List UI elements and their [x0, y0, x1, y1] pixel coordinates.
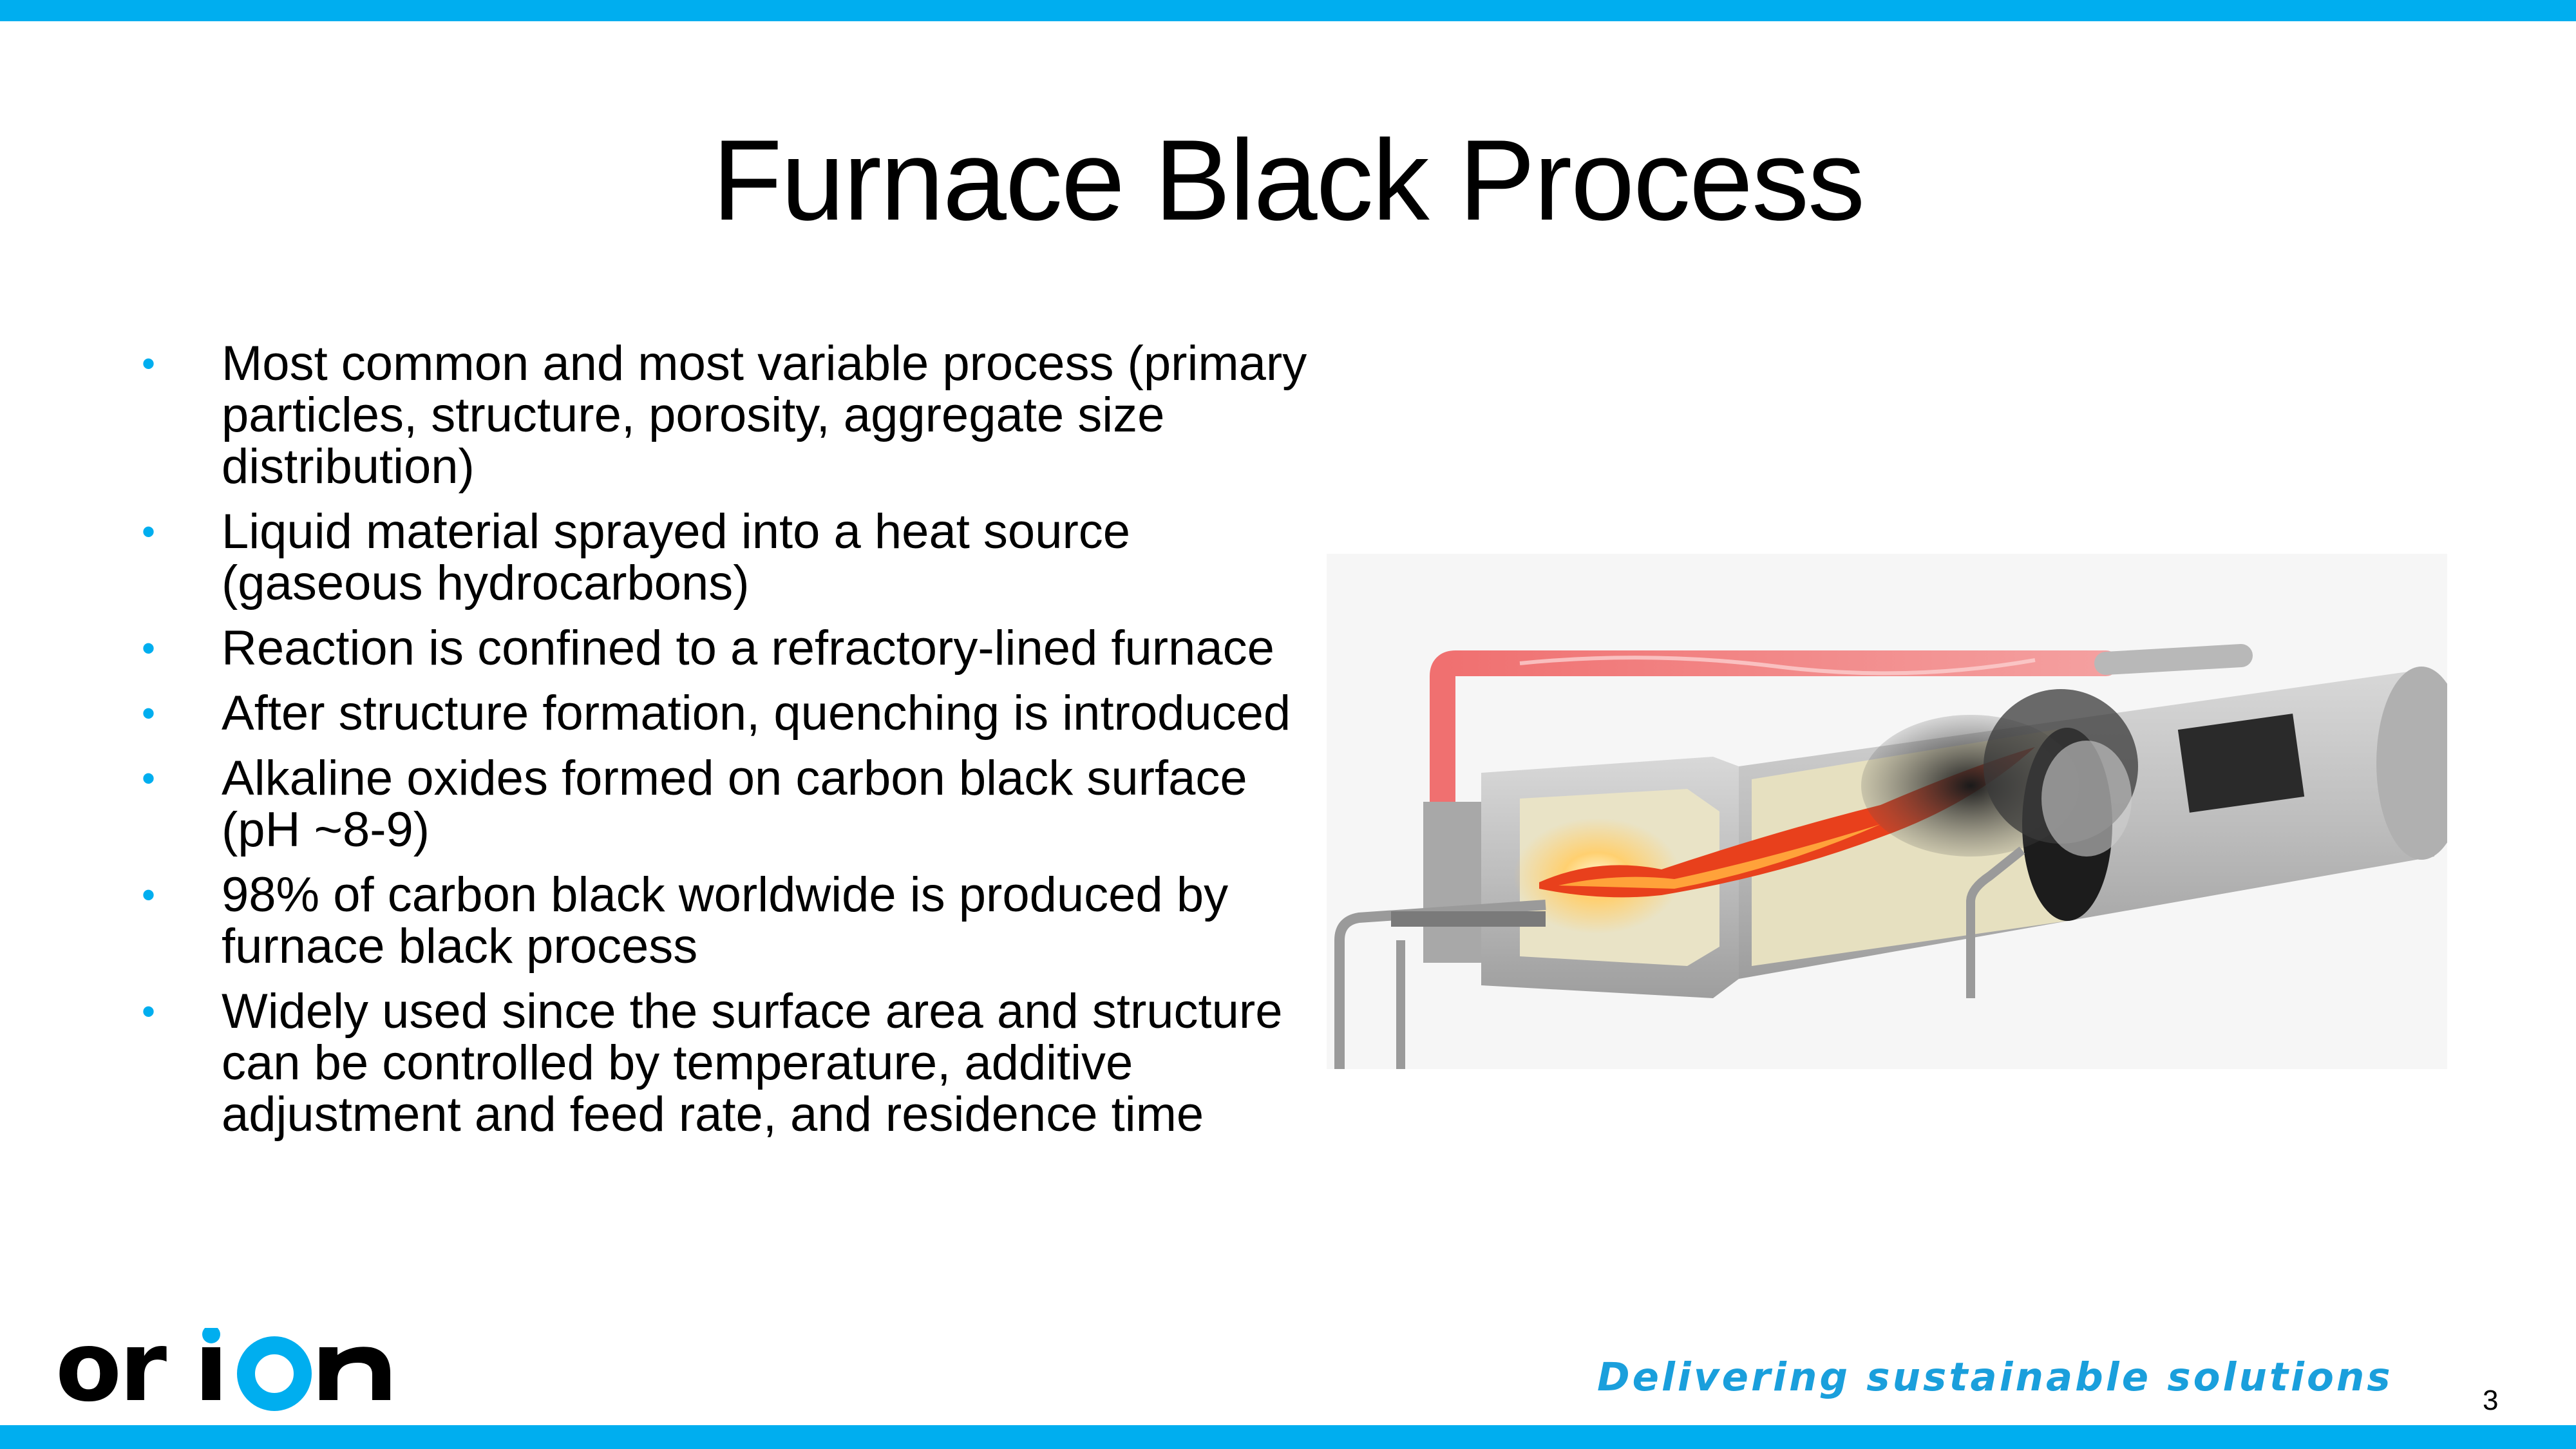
burner-plate	[1423, 802, 1481, 963]
top-accent-bar	[0, 0, 2576, 21]
bullet-text: 98% of carbon black worldwide is produce…	[222, 867, 1229, 974]
bullet-dot-icon: •	[142, 873, 156, 916]
orion-logo: or	[55, 1328, 390, 1412]
bullet-item: • Liquid material sprayed into a heat sou…	[142, 506, 1314, 609]
bullet-dot-icon: •	[142, 510, 156, 553]
bullet-dot-icon: •	[142, 757, 156, 800]
pipe-end	[2094, 644, 2253, 675]
hot-pipe	[1430, 650, 2119, 818]
bullet-item: • 98% of carbon black worldwide is produc…	[142, 869, 1314, 972]
bullet-text: Most common and most variable process (p…	[222, 336, 1307, 494]
bullet-item: • Most common and most variable process (…	[142, 338, 1314, 493]
bullet-text: Alkaline oxides formed on carbon black s…	[222, 751, 1247, 857]
page-number: 3	[2483, 1385, 2499, 1416]
footer-tagline: Delivering sustainable solutions	[1597, 1354, 2393, 1400]
bullet-text: After structure formation, quenching is …	[222, 686, 1291, 741]
quench-spray	[2041, 741, 2132, 857]
injector-lance	[1391, 911, 1546, 927]
bullet-item: • Alkaline oxides formed on carbon black …	[142, 753, 1314, 856]
feed-pipe	[1334, 900, 1546, 1069]
bullet-dot-icon: •	[142, 692, 156, 735]
bullet-dot-icon: •	[142, 990, 156, 1033]
carbon-window	[2177, 714, 2305, 813]
bullet-list: • Most common and most variable process (…	[142, 338, 1314, 1154]
bullet-text: Reaction is confined to a refractory-lin…	[222, 621, 1274, 676]
tube-end-cap	[2376, 667, 2447, 860]
bullet-item: • Reaction is confined to a refractory-li…	[142, 623, 1314, 674]
bullet-dot-icon: •	[142, 342, 156, 385]
bullet-item: • After structure formation, quenching is…	[142, 688, 1314, 739]
bullet-item: • Widely used since the surface area and …	[142, 986, 1314, 1141]
logo-wordmark: or	[55, 1328, 167, 1412]
bullet-dot-icon: •	[142, 627, 156, 670]
quench-pipe	[1966, 846, 2025, 998]
slide-title: Furnace Black Process	[712, 116, 1865, 244]
furnace-reactor-illustration	[1327, 554, 2447, 1069]
bottom-accent-bar	[0, 1425, 2576, 1449]
bullet-text: Widely used since the surface area and s…	[222, 984, 1283, 1142]
bullet-text: Liquid material sprayed into a heat sour…	[222, 504, 1131, 611]
